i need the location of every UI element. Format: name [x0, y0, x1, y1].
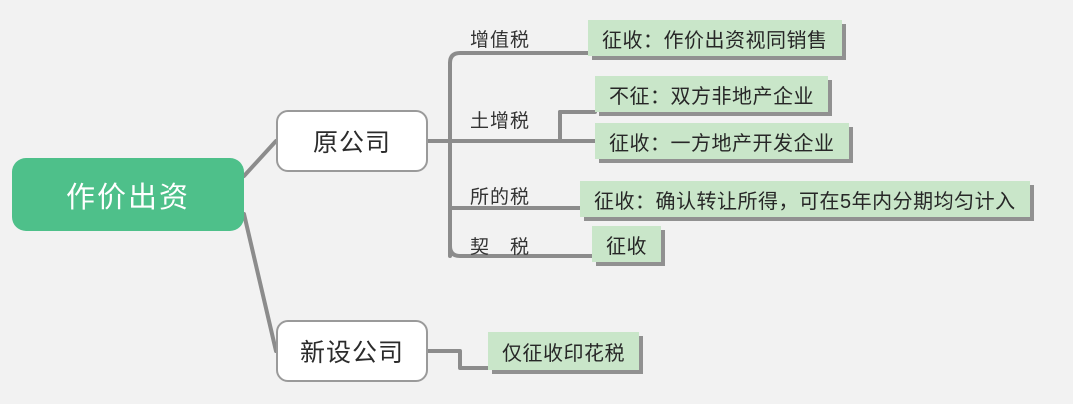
leaf-vat-levied[interactable]: 征收：作价出资视同销售 — [588, 20, 842, 56]
label-income-tax[interactable]: 所的税 — [470, 187, 531, 208]
leaf-lvat-levied[interactable]: 征收：一方地产开发企业 — [595, 123, 849, 159]
node-new-company[interactable]: 新设公司 — [276, 320, 428, 382]
leaf-income-tax-levied[interactable]: 征收：确认转让所得，可在5年内分期均匀计入 — [580, 181, 1030, 217]
leaf-stamp-duty-only[interactable]: 仅征收印花税 — [488, 332, 639, 370]
root-node[interactable]: 作价出资 — [12, 158, 244, 231]
label-deed-tax[interactable]: 契 税 — [470, 237, 531, 258]
wire-root-to-newco — [242, 212, 278, 353]
leaf-lvat-exempt[interactable]: 不征：双方非地产企业 — [595, 76, 828, 112]
label-land-value-added-tax[interactable]: 土增税 — [470, 111, 531, 132]
wire-branch-vat — [448, 51, 590, 65]
label-value-added-tax[interactable]: 增值税 — [470, 30, 531, 51]
leaf-deed-tax-levied[interactable]: 征收 — [592, 226, 661, 262]
wire-root-to-orig — [242, 139, 278, 178]
wire-newco-to-stamp — [426, 349, 490, 370]
node-original-company[interactable]: 原公司 — [276, 110, 428, 172]
